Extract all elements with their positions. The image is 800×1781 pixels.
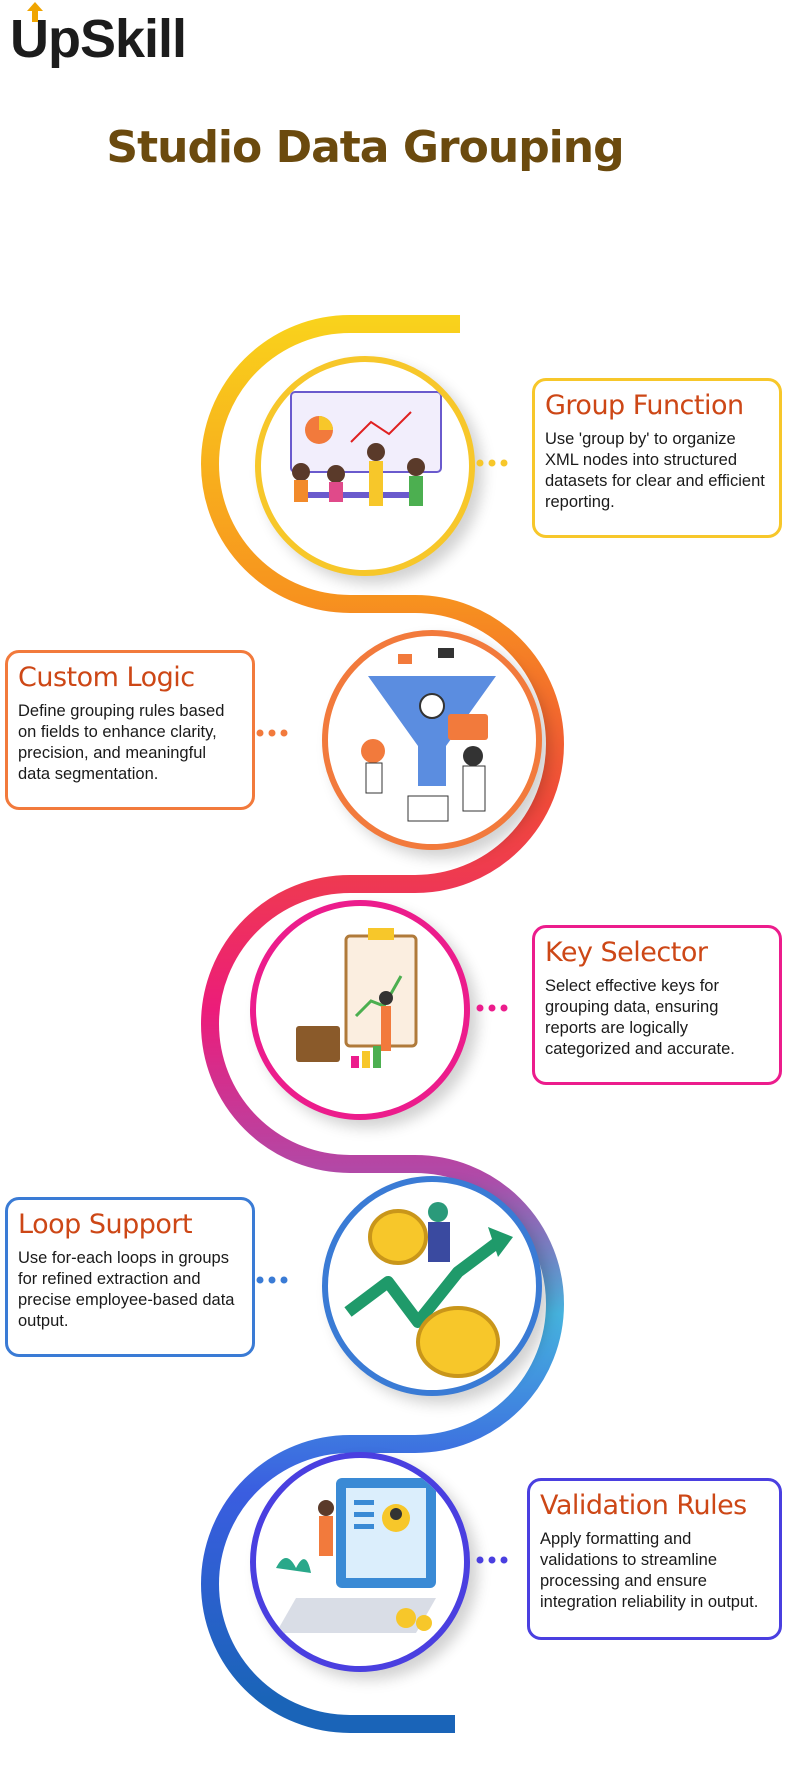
- step-3-illustration: [250, 900, 470, 1120]
- logo-arrow-icon: [27, 2, 43, 22]
- connector-dots: [476, 459, 508, 467]
- step-description: Select effective keys for grouping data,…: [545, 976, 735, 1058]
- step-description: Define grouping rules based on fields to…: [18, 701, 225, 783]
- step-5-illustration: [250, 1452, 470, 1672]
- step-description: Use for-each loops in groups for refined…: [18, 1248, 235, 1330]
- step-heading: Key Selector: [545, 937, 708, 968]
- step-card-loop-support: Loop Support Use for-each loops in group…: [5, 1197, 255, 1357]
- step-card-key-selector: Key Selector Select effective keys for g…: [532, 925, 782, 1085]
- data-funnel-icon: [361, 648, 496, 822]
- step-2-illustration: [322, 630, 542, 850]
- connector-dots: [256, 1276, 288, 1284]
- step-card-validation-rules: Validation Rules Apply formatting and va…: [527, 1478, 782, 1640]
- team-presentation-icon: [290, 391, 442, 506]
- step-card-group-function: Group Function Use 'group by' to organiz…: [532, 378, 782, 538]
- laptop-validation-icon: [276, 1478, 436, 1633]
- clipboard-chart-icon: [296, 928, 418, 1068]
- step-card-custom-logic: Custom Logic Define grouping rules based…: [5, 650, 255, 810]
- step-heading: Custom Logic: [18, 662, 195, 693]
- step-heading: Loop Support: [18, 1209, 193, 1240]
- brand-logo: UpSkill: [10, 2, 187, 69]
- connector-dots: [476, 1004, 508, 1012]
- step-description: Apply formatting and validations to stre…: [540, 1529, 759, 1611]
- page-title: Studio Data Grouping: [106, 122, 624, 173]
- step-heading: Group Function: [545, 390, 744, 421]
- brand-name: UpSkill: [10, 9, 187, 69]
- connector-dots: [476, 1556, 508, 1564]
- step-heading: Validation Rules: [540, 1490, 747, 1521]
- step-4-illustration: [322, 1176, 542, 1396]
- connector-dots: [256, 729, 288, 737]
- coins-growth-icon: [344, 1202, 513, 1378]
- step-description: Use 'group by' to organize XML nodes int…: [545, 429, 765, 511]
- step-1-illustration: [255, 356, 475, 576]
